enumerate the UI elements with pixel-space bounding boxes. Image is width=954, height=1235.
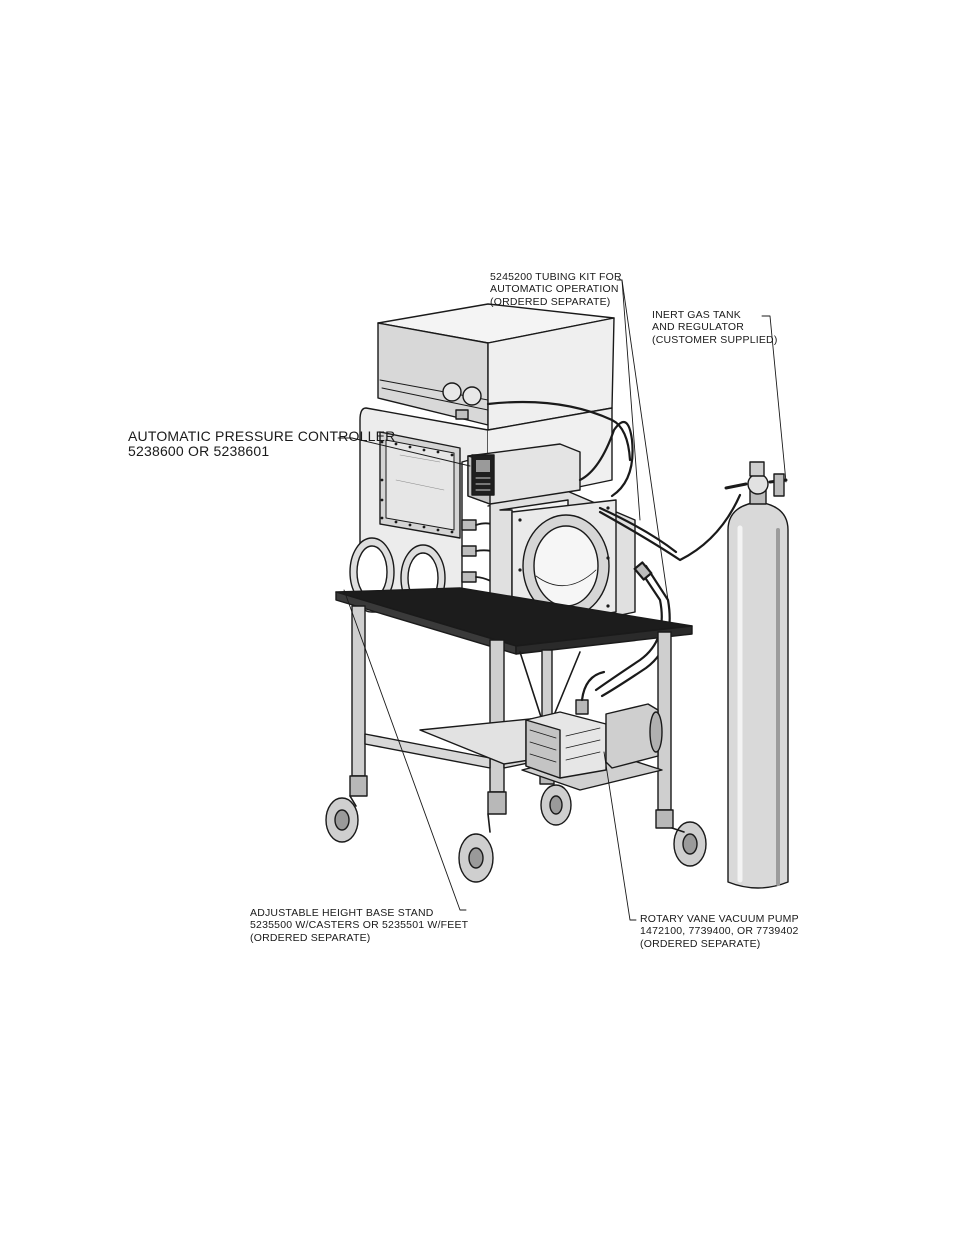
casters: [325, 784, 707, 883]
base-stand-label-line: 5235500 W/CASTERS OR 5235501 W/FEET: [250, 919, 469, 932]
glovebox-hood: [377, 303, 615, 431]
gas-tubing: [486, 400, 742, 698]
vacuum-pump-label-line: 1472100, 7739400, OR 7739402: [640, 925, 799, 938]
pressure-controller-label-line: 5238600 OR 5238601: [128, 443, 270, 459]
gas-tank-label: INERT GAS TANK AND REGULATOR (CUSTOMER S…: [652, 309, 778, 346]
tubing-kit-label: 5245200 TUBING KIT FOR AUTOMATIC OPERATI…: [490, 271, 622, 308]
gas-cylinder: [724, 461, 789, 889]
vacuum-pump-label-line: (ORDERED SEPARATE): [640, 937, 761, 950]
tubing-kit-label-line: 5245200 TUBING KIT FOR: [490, 271, 622, 283]
vacuum-pump-label-line: ROTARY VANE VACUUM PUMP: [640, 913, 799, 925]
leader-lines: [337, 279, 787, 921]
vacuum-pump-label: ROTARY VANE VACUUM PUMP 1472100, 7739400…: [640, 913, 799, 950]
pressure-controller-unit: [467, 443, 581, 505]
base-stand-label: ADJUSTABLE HEIGHT BASE STAND 5235500 W/C…: [250, 907, 468, 944]
base-stand-label-line: (ORDERED SEPARATE): [250, 931, 371, 944]
gas-tank-label-line: AND REGULATOR: [652, 321, 745, 334]
pressure-controller-label-line: AUTOMATIC PRESSURE CONTROLLER: [128, 428, 396, 444]
pressure-controller-label: AUTOMATIC PRESSURE CONTROLLER 5238600 OR…: [128, 429, 395, 459]
tubing-kit-label-line: AUTOMATIC OPERATION: [490, 283, 619, 296]
tubing-kit-label-line: (ORDERED SEPARATE): [490, 295, 611, 308]
gas-tank-label-line: (CUSTOMER SUPPLIED): [652, 333, 778, 346]
gas-tank-label-line: INERT GAS TANK: [652, 309, 741, 321]
base-stand-label-line: ADJUSTABLE HEIGHT BASE STAND: [250, 907, 434, 919]
vacuum-pump: [521, 670, 663, 791]
